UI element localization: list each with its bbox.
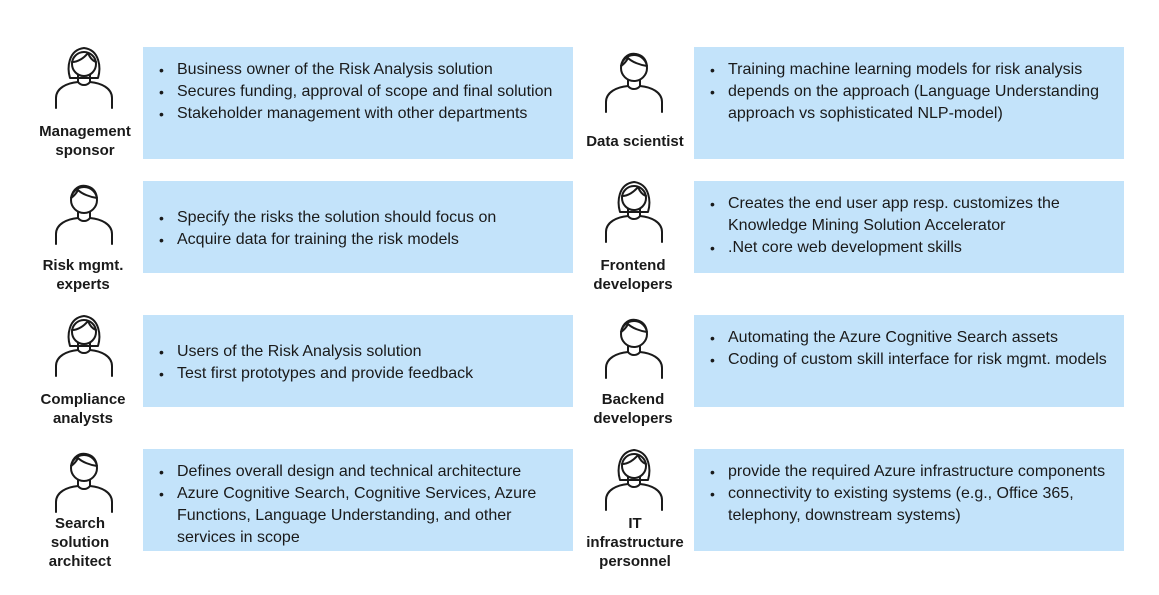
bullet-item: Automating the Azure Cognitive Search as… bbox=[708, 327, 1112, 349]
role-description-box: Users of the Risk Analysis solution Test… bbox=[143, 315, 573, 407]
bullet-item: Coding of custom skill interface for ris… bbox=[708, 349, 1112, 371]
bullet-item: Stakeholder management with other depart… bbox=[157, 103, 561, 125]
male-person-icon bbox=[602, 46, 666, 118]
bullet-item: Specify the risks the solution should fo… bbox=[157, 207, 561, 229]
role-card-frontend-developers: Frontend developers Creates the end user… bbox=[580, 176, 1150, 306]
role-card-management-sponsor: Management sponsor Business owner of the… bbox=[30, 42, 600, 172]
bullet-item: Users of the Risk Analysis solution bbox=[157, 341, 561, 363]
role-label: Backend developers bbox=[593, 391, 673, 427]
male-person-icon bbox=[602, 312, 666, 384]
role-label: Search solution architect bbox=[48, 515, 112, 570]
female-person-icon bbox=[602, 176, 666, 248]
bullet-item: Defines overall design and technical arc… bbox=[157, 461, 561, 483]
role-card-risk-mgmt-experts: Risk mgmt. experts Specify the risks the… bbox=[30, 176, 600, 306]
role-description-box: Specify the risks the solution should fo… bbox=[143, 181, 573, 273]
role-card-backend-developers: Backend developers Automating the Azure … bbox=[580, 310, 1150, 440]
role-label: IT infrastructure personnel bbox=[586, 515, 684, 570]
bullet-item: Acquire data for training the risk model… bbox=[157, 229, 561, 251]
role-card-it-infrastructure-personnel: IT infrastructure personnel provide the … bbox=[580, 444, 1150, 574]
bullet-item: Training machine learning models for ris… bbox=[708, 59, 1112, 81]
bullet-item: depends on the approach (Language Unders… bbox=[708, 81, 1112, 125]
role-label: Compliance analysts bbox=[40, 391, 126, 427]
role-label: Data scientist bbox=[586, 133, 684, 150]
bullet-item: provide the required Azure infrastructur… bbox=[708, 461, 1112, 483]
role-description-box: Automating the Azure Cognitive Search as… bbox=[694, 315, 1124, 407]
bullet-item: Creates the end user app resp. customize… bbox=[708, 193, 1112, 237]
female-person-icon bbox=[52, 42, 116, 114]
bullet-item: .Net core web development skills bbox=[708, 237, 1112, 259]
female-person-icon bbox=[52, 310, 116, 382]
bullet-item: Test first prototypes and provide feedba… bbox=[157, 363, 561, 385]
bullet-item: Secures funding, approval of scope and f… bbox=[157, 81, 561, 103]
role-description-box: Creates the end user app resp. customize… bbox=[694, 181, 1124, 273]
female-person-icon bbox=[602, 444, 666, 516]
bullet-item: Azure Cognitive Search, Cognitive Servic… bbox=[157, 483, 561, 549]
role-label: Frontend developers bbox=[593, 257, 673, 293]
male-person-icon bbox=[52, 178, 116, 250]
role-label: Management sponsor bbox=[39, 123, 131, 159]
male-person-icon bbox=[52, 446, 116, 518]
role-card-data-scientist: Data scientist Training machine learning… bbox=[580, 42, 1150, 172]
bullet-item: Business owner of the Risk Analysis solu… bbox=[157, 59, 561, 81]
role-card-search-solution-architect: Search solution architect Defines overal… bbox=[30, 444, 600, 574]
bullet-item: connectivity to existing systems (e.g., … bbox=[708, 483, 1112, 527]
role-description-box: Training machine learning models for ris… bbox=[694, 47, 1124, 159]
role-label: Risk mgmt. experts bbox=[42, 257, 124, 293]
role-card-compliance-analysts: Compliance analysts Users of the Risk An… bbox=[30, 310, 600, 440]
role-description-box: provide the required Azure infrastructur… bbox=[694, 449, 1124, 551]
role-description-box: Defines overall design and technical arc… bbox=[143, 449, 573, 551]
role-description-box: Business owner of the Risk Analysis solu… bbox=[143, 47, 573, 159]
